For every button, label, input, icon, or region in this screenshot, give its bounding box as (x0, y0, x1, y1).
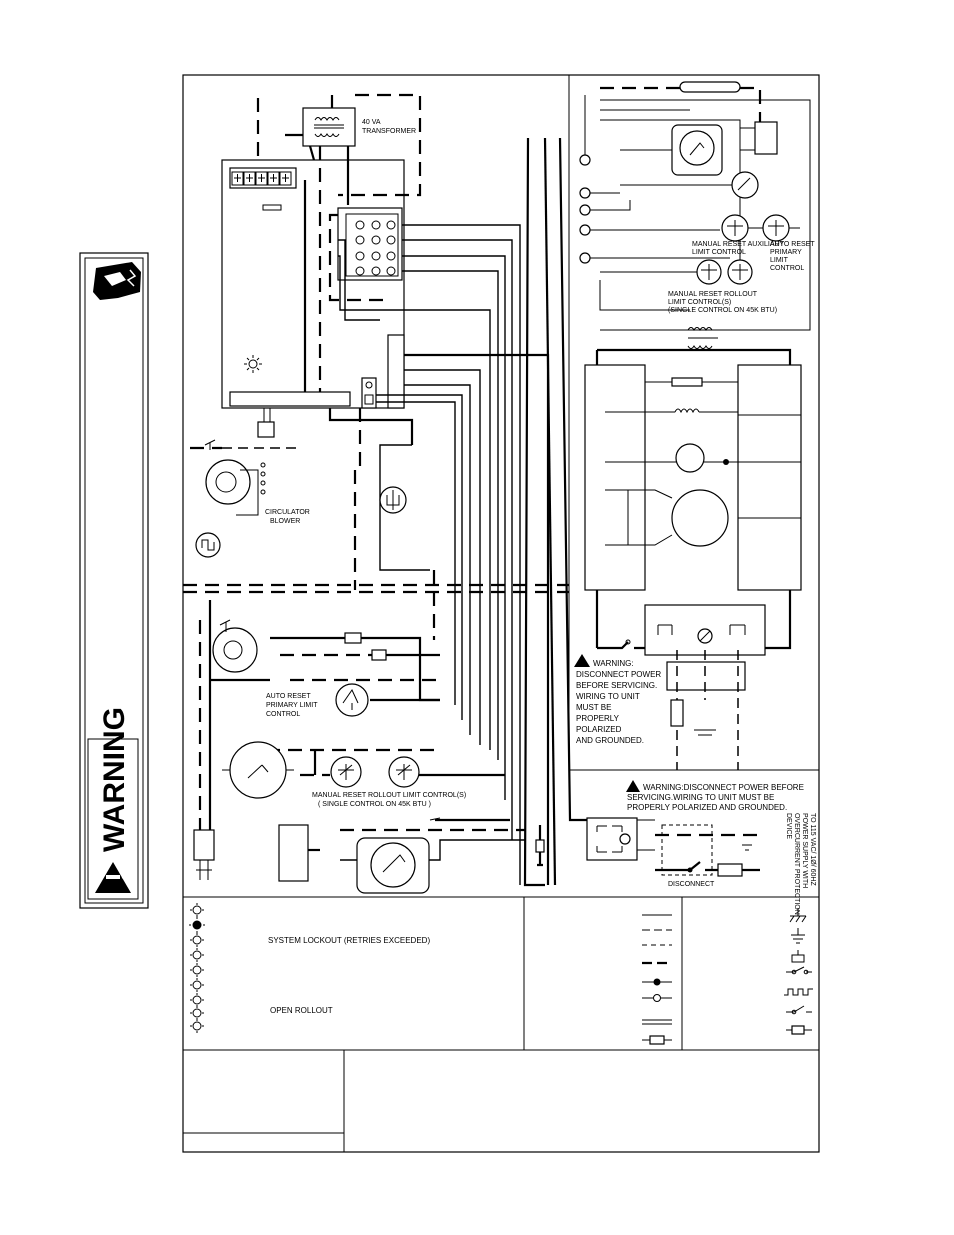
rollout-left-label-1: MANUAL RESET ROLLOUT LIMIT CONTROL(S) (312, 792, 466, 799)
right-ladder: MANUAL RESET AUXILIARY LIMIT CONTROL AUT… (579, 81, 815, 349)
power-note-line-1: TO 115 VAC/ 1Ø/ 60HZ (809, 813, 816, 886)
rollout-right-label-2: LIMIT CONTROL(S) (668, 299, 731, 306)
chassis-ground-icon (789, 908, 807, 923)
power-note-line-2: POWER SUPPLY WITH (801, 813, 808, 888)
left-wiring (190, 93, 590, 887)
exclamation-triangle-icon (95, 862, 131, 893)
electric-shock-hand-icon (93, 262, 141, 300)
auto-reset-label-2: PRIMARY LIMIT (266, 702, 318, 709)
auto-limit-right-label-2: PRIMARY (770, 249, 802, 256)
power-note-line-4: DEVICE (785, 813, 792, 839)
earth-ground-icon (791, 928, 805, 944)
side-warning-panel: WARNING (79, 252, 149, 909)
warning-bottom-line-3: PROPERLY POLARIZED AND GROUNDED. (627, 803, 787, 812)
rollout-limits-left: MANUAL RESET ROLLOUT LIMIT CONTROL(S) ( … (312, 756, 466, 808)
auto-reset-primary-limit-left: AUTO RESET PRIMARY LIMIT CONTROL (266, 683, 369, 718)
warning-bottom: WARNING:DISCONNECT POWER BEFORE SERVICIN… (626, 780, 804, 812)
auto-limit-right-label-4: CONTROL (770, 265, 804, 272)
led-on-icon (189, 917, 205, 933)
warning-right-line-2: BEFORE SERVICING. (576, 681, 657, 690)
right-board-schematic (584, 348, 802, 648)
led-off-icon (190, 1019, 204, 1033)
warning-right-title: WARNING: (593, 659, 634, 668)
rollout-right-label-1: MANUAL RESET ROLLOUT (668, 291, 758, 298)
pressure-switch-left (222, 741, 294, 799)
led-legend: SYSTEM LOCKOUT (RETRIES EXCEEDED) OPEN R… (189, 903, 430, 1033)
junction-box (597, 600, 792, 770)
auto-limit-right-label-3: LIMIT (770, 257, 789, 264)
circulator-label-2: BLOWER (270, 518, 300, 525)
rollout-right-label-3: (SINGLE CONTROL ON 45K BTU) (668, 307, 777, 314)
switch-contact-icon (786, 966, 812, 975)
auto-reset-label-3: CONTROL (266, 711, 300, 718)
ground-lug-icon (791, 950, 805, 963)
warning-right-line-1: DISCONNECT POWER (576, 670, 661, 679)
warning-bottom-line-1: WARNING:DISCONNECT POWER BEFORE (643, 783, 804, 792)
disconnect-label: DISCONNECT (668, 881, 715, 888)
rollout-switch-left (379, 486, 407, 514)
aux-limit-label-2: LIMIT CONTROL (692, 249, 746, 256)
warning-right-line-6: POLARIZED (576, 725, 622, 734)
transformer-40va: 40 VA TRANSFORMER (302, 107, 416, 147)
circulator-label-1: CIRCULATOR (265, 509, 310, 516)
transformer-label-2: TRANSFORMER (362, 128, 416, 135)
inducer-motor (212, 619, 387, 673)
thermal-element-icon (784, 988, 813, 996)
relay-contact-icon (786, 1005, 812, 1015)
warning-bottom-line-2: SERVICING.WIRING TO UNIT MUST BE (627, 793, 774, 802)
led-off-icon (190, 948, 204, 962)
terminal-strip (231, 171, 292, 186)
disconnect-box: DISCONNECT (586, 817, 760, 888)
power-note-line-3: OVERCURRENT PROTECTION (793, 813, 800, 915)
integrated-control-board (221, 159, 405, 438)
warning-right-line-4: MUST BE (576, 703, 611, 712)
led-off-icon (190, 903, 204, 917)
symbol-legend (784, 908, 813, 1035)
warning-right-line-5: PROPERLY (576, 714, 620, 723)
circulator-blower: CIRCULATOR BLOWER (195, 439, 310, 558)
auto-limit-right-label-1: AUTO RESET (770, 241, 815, 248)
led-off-icon (190, 978, 204, 992)
aux-limit-label-1: MANUAL RESET AUXILIARY (692, 241, 784, 248)
rollout-left-label-2: ( SINGLE CONTROL ON 45K BTU ) (318, 801, 431, 808)
warning-right: WARNING: DISCONNECT POWER BEFORE SERVICI… (574, 654, 661, 745)
fuse-icon (786, 1025, 812, 1035)
led-off-icon (190, 963, 204, 977)
power-supply-note: TO 115 VAC/ 1Ø/ 60HZ POWER SUPPLY WITH O… (785, 813, 816, 915)
legend-system-lockout: SYSTEM LOCKOUT (RETRIES EXCEEDED) (268, 936, 430, 945)
led-off-icon (190, 933, 204, 947)
transformer-label-1: 40 VA (362, 119, 381, 126)
warning-right-line-3: WIRING TO UNIT (576, 692, 640, 701)
auto-reset-label-1: AUTO RESET (266, 693, 311, 700)
led-indicator-icon (244, 355, 262, 373)
legend-open-rollout: OPEN ROLLOUT (270, 1006, 333, 1015)
twelve-pin-connector (337, 207, 403, 281)
warning-right-line-7: AND GROUNDED. (576, 736, 644, 745)
line-style-legend (642, 914, 672, 1045)
gas-valve-and-igniter (193, 817, 545, 894)
side-warning-text: WARNING (98, 707, 131, 852)
